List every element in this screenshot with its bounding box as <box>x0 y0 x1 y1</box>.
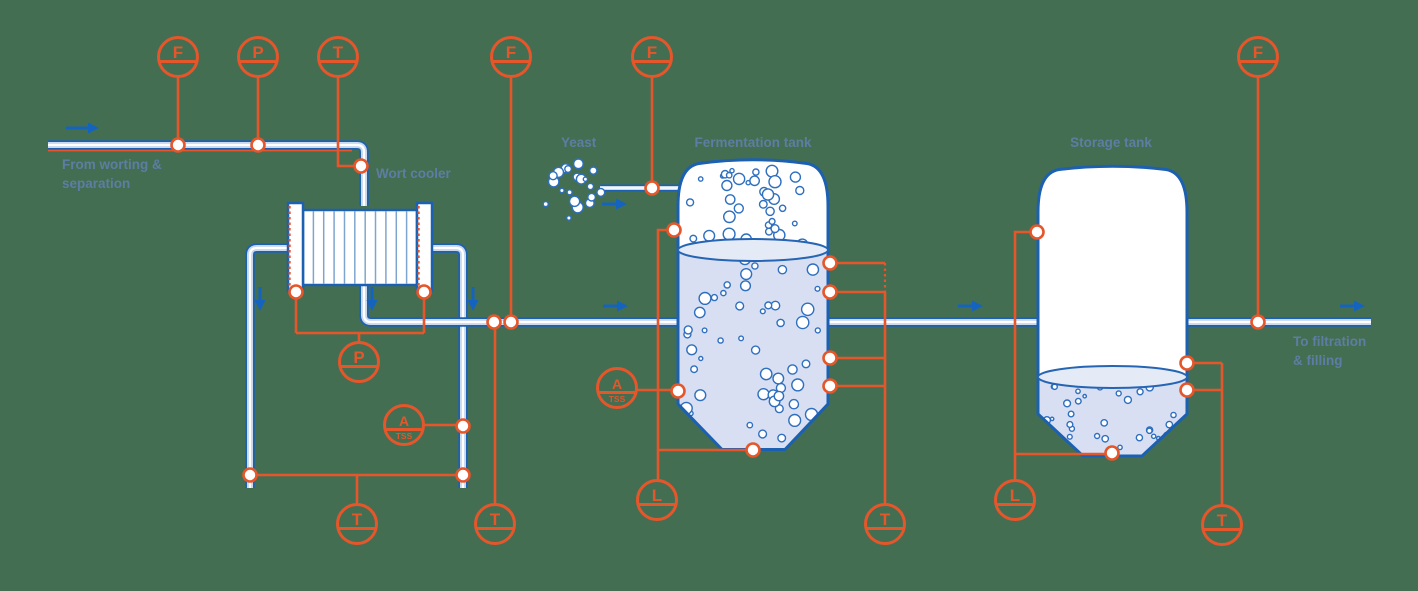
instrument-tag: L <box>652 486 662 505</box>
instrument-pressure-cooler-dp: P <box>338 341 380 383</box>
flow-arrow-down-icon <box>467 287 479 311</box>
destination-label: To filtration & filling <box>1293 332 1366 370</box>
junction-coolant-left <box>242 467 258 483</box>
storage-tank-label: Storage tank <box>1070 135 1152 150</box>
instrument-subtag: TSS <box>396 431 413 441</box>
flow-arrow-right-icon <box>603 300 628 312</box>
instrument-tag: A <box>399 413 409 429</box>
tank-dome-outline <box>1036 164 1189 381</box>
port-ferm-top-left <box>666 222 682 238</box>
port-exchanger-right <box>416 284 432 300</box>
instrument-analyzer-fermentation: A TSS <box>596 367 638 409</box>
tank-headspace <box>1038 166 1187 381</box>
junction-temp-inlet <box>353 158 369 174</box>
instrument-level-storage: L <box>994 479 1036 521</box>
junction-flow-outlet <box>1250 314 1266 330</box>
port-ferm-mid-left <box>670 383 686 399</box>
instrument-tag: A <box>612 376 622 392</box>
liquid-bubbles <box>679 251 821 443</box>
instrument-level-fermentation: L <box>636 479 678 521</box>
yeast-label: Yeast <box>561 135 597 150</box>
storage-tank <box>1036 164 1189 458</box>
junction-analyzer-cooler <box>455 418 471 434</box>
instrument-subtag: TSS <box>609 394 626 404</box>
instrument-tag: L <box>1010 486 1020 505</box>
instrument-tag: F <box>173 43 183 62</box>
instrument-flow-inlet: F <box>157 36 199 78</box>
destination-label-line1: To filtration <box>1293 334 1367 349</box>
port-ferm-right-1 <box>822 255 838 271</box>
flow-arrow-right-icon <box>66 122 99 134</box>
flow-arrow-right-icon <box>602 198 627 210</box>
instrument-tag: T <box>1217 511 1228 530</box>
yeast-cloud <box>542 158 606 221</box>
destination-label-line2: & filling <box>1293 353 1343 368</box>
port-ferm-right-2 <box>822 284 838 300</box>
instrument-tag: F <box>647 43 657 62</box>
junction-temp-cooled-wort <box>486 314 502 330</box>
instrument-flow-yeast: F <box>631 36 673 78</box>
instrument-temp-inlet: T <box>317 36 359 78</box>
coolant-pipe-right <box>430 248 463 488</box>
wort-cooler-heat-exchanger <box>286 201 434 293</box>
port-ferm-right-3 <box>822 350 838 366</box>
flow-arrow-right-icon <box>1340 300 1365 312</box>
instrument-tag: F <box>1253 43 1263 62</box>
source-label: From worting & separation <box>62 155 162 193</box>
instrument-temp-storage: T <box>1201 504 1243 546</box>
instrument-tag: T <box>880 510 891 529</box>
junction-coolant-right <box>455 467 471 483</box>
port-storage-top-left <box>1029 224 1045 240</box>
foam-bubbles <box>685 164 809 251</box>
flow-arrow-down-icon <box>366 287 378 311</box>
liquid-surface <box>1037 365 1188 389</box>
tank-headspace <box>678 159 828 252</box>
plate-pack <box>301 208 419 287</box>
flow-arrow-right-icon <box>958 300 983 312</box>
instrument-temp-fermentation: T <box>864 503 906 545</box>
port-ferm-bottom <box>745 442 761 458</box>
instrument-flow-outlet: F <box>1237 36 1279 78</box>
tank-dome-outline <box>676 158 830 252</box>
wort-inlet-pipe <box>48 145 364 206</box>
junction-flow-inlet <box>170 137 186 153</box>
instrument-temp-coolant: T <box>336 503 378 545</box>
junction-flow-yeast <box>644 180 660 196</box>
source-label-line2: separation <box>62 176 131 191</box>
flow-arrow-down-icon <box>254 287 266 311</box>
port-storage-bottom <box>1104 445 1120 461</box>
instrument-tag: P <box>353 348 364 367</box>
junction-flow-cooled-wort <box>503 314 519 330</box>
liquid-surface <box>677 238 829 262</box>
instrument-tag: F <box>506 43 516 62</box>
instrument-temp-cooled-wort: T <box>474 503 516 545</box>
instrument-tag: T <box>352 510 363 529</box>
port-storage-right-2 <box>1179 382 1195 398</box>
instrument-tag: T <box>333 43 344 62</box>
source-label-line1: From worting & <box>62 157 162 172</box>
port-exchanger-left <box>288 284 304 300</box>
instrument-analyzer-cooler: A TSS <box>383 404 425 446</box>
tank-liquid <box>1038 377 1187 456</box>
coolant-pipe-left <box>250 248 292 488</box>
fermentation-tank <box>676 158 830 451</box>
junction-pressure-inlet <box>250 137 266 153</box>
instrument-tag: P <box>252 43 263 62</box>
wort-cooler-label: Wort cooler <box>376 166 451 181</box>
instrument-flow-cooled-wort: F <box>490 36 532 78</box>
port-storage-right-1 <box>1179 355 1195 371</box>
fermentation-tank-label: Fermentation tank <box>694 135 812 150</box>
instrument-tag: T <box>490 510 501 529</box>
port-ferm-right-4 <box>822 378 838 394</box>
plate-dividers <box>312 211 408 284</box>
pipe-junctions-and-ports <box>170 137 1266 483</box>
instrument-pressure-inlet: P <box>237 36 279 78</box>
instrument-lines <box>176 76 1260 506</box>
flow-arrows <box>66 122 1365 312</box>
